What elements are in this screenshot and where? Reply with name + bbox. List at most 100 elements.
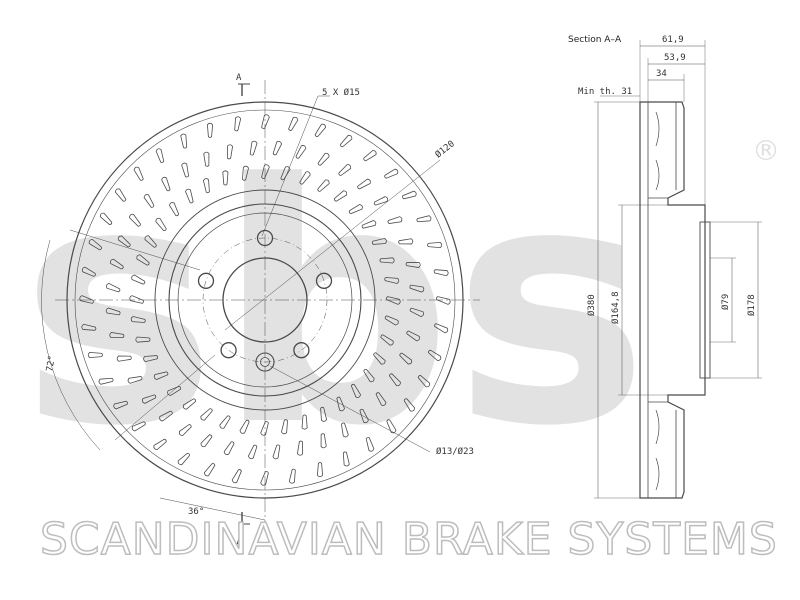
vent-slot (185, 188, 194, 204)
vent-slot (386, 296, 401, 305)
vent-slot (314, 123, 327, 137)
vent-slot (234, 116, 242, 132)
vent-slot (389, 373, 401, 387)
bolt-hole (197, 272, 215, 289)
pcd-leader (224, 159, 441, 331)
vent-slot (200, 434, 213, 448)
vent-slots (79, 114, 451, 486)
vent-slot (106, 282, 121, 293)
vent-slot (436, 296, 451, 305)
vent-slot (110, 258, 124, 270)
vent-slot (98, 377, 114, 385)
vent-slot (373, 352, 386, 365)
vent-slot (117, 235, 131, 248)
vent-slot (260, 471, 269, 486)
angle-arc (41, 239, 101, 451)
section-marker-bottom: A (236, 539, 242, 549)
vent-slot (379, 257, 395, 264)
vent-slot (384, 168, 399, 179)
vent-slot (99, 212, 113, 225)
hub-diameter-label: Ø178 (746, 294, 757, 316)
registered-mark: ® (752, 134, 780, 167)
vent-slot (359, 408, 369, 424)
vent-slot (363, 149, 377, 162)
vent-slot (433, 269, 449, 277)
vent-slot (409, 284, 425, 293)
vent-slot (135, 336, 151, 343)
vent-slot (222, 170, 229, 186)
vent-slot (316, 462, 324, 478)
vent-slot (143, 194, 155, 208)
vent-slot (386, 419, 397, 434)
overall-width-label: 61,9 (662, 35, 684, 45)
vent-slot (153, 438, 167, 451)
outer-diameter-label: Ø380 (586, 294, 597, 316)
vent-slot (226, 144, 233, 160)
vent-slot (301, 414, 308, 430)
vent-slot (155, 217, 167, 232)
vent-slot (219, 415, 231, 429)
vent-slot (223, 441, 235, 455)
vent-slot (206, 122, 214, 138)
bolt-hole-leader (261, 95, 319, 237)
vent-slot (81, 266, 96, 277)
bolt-hole (315, 272, 333, 289)
company-watermark: SCANDINAVIAN BRAKE SYSTEMS (39, 513, 778, 566)
vent-slot (387, 216, 403, 224)
vent-slot (239, 419, 250, 434)
vent-slot (88, 238, 102, 251)
section-marker-top: A (236, 73, 242, 83)
vent-slot (247, 444, 258, 459)
vent-slot (178, 424, 192, 436)
vent-slot (297, 440, 304, 456)
vent-slot (317, 152, 330, 166)
vent-slot (159, 410, 173, 422)
vent-slot (357, 178, 371, 190)
vent-slot (405, 261, 421, 268)
vent-slot (363, 368, 375, 383)
bore-diameter-label: Ø79 (720, 294, 731, 310)
vent-slot (428, 349, 442, 362)
vent-slot (87, 351, 103, 359)
logo-letters: sbs (20, 114, 649, 498)
vent-slot (280, 166, 291, 181)
vent-slot (131, 421, 146, 432)
vent-slot (261, 164, 270, 179)
vent-slot (365, 437, 375, 452)
vent-slot (384, 277, 400, 284)
vent-slot (79, 295, 94, 304)
vent-slot (260, 421, 269, 436)
vent-slot (288, 116, 299, 131)
vent-slot (281, 419, 288, 435)
section-view-labels: Section A–A 61,9 53,9 34 Min th. 31 Ø380… (568, 35, 757, 324)
vent-slot (371, 237, 387, 245)
vent-slot (182, 398, 197, 410)
vent-slot (202, 178, 210, 194)
vent-slot (295, 145, 307, 159)
vent-slot (116, 355, 132, 362)
vent-channel-upper (655, 111, 660, 191)
vent-slot (348, 204, 363, 215)
bolt-holes-label: 5 X Ø15 (322, 87, 360, 98)
angle-label: 72° (45, 355, 58, 373)
section-title: Section A–A (568, 35, 622, 45)
min-thickness-label: Min th. 31 (578, 87, 632, 97)
vent-slot (361, 220, 377, 229)
vent-slot (144, 235, 157, 248)
front-view (41, 80, 480, 528)
vent-slot (129, 295, 144, 304)
vent-slot (350, 383, 361, 398)
vent-slot (114, 188, 127, 202)
vent-slot (155, 148, 165, 163)
vent-slot (333, 190, 348, 202)
vent-slot (299, 171, 311, 185)
vent-slot (373, 196, 389, 206)
vent-slot (231, 469, 242, 484)
section-view (594, 40, 762, 499)
sbs-logo-watermark: sbs ® (20, 114, 780, 498)
vent-slot (399, 352, 413, 365)
vent-slot (141, 394, 157, 404)
vent-slot (409, 307, 424, 318)
vent-slot (342, 451, 350, 467)
vent-slot (203, 151, 210, 167)
